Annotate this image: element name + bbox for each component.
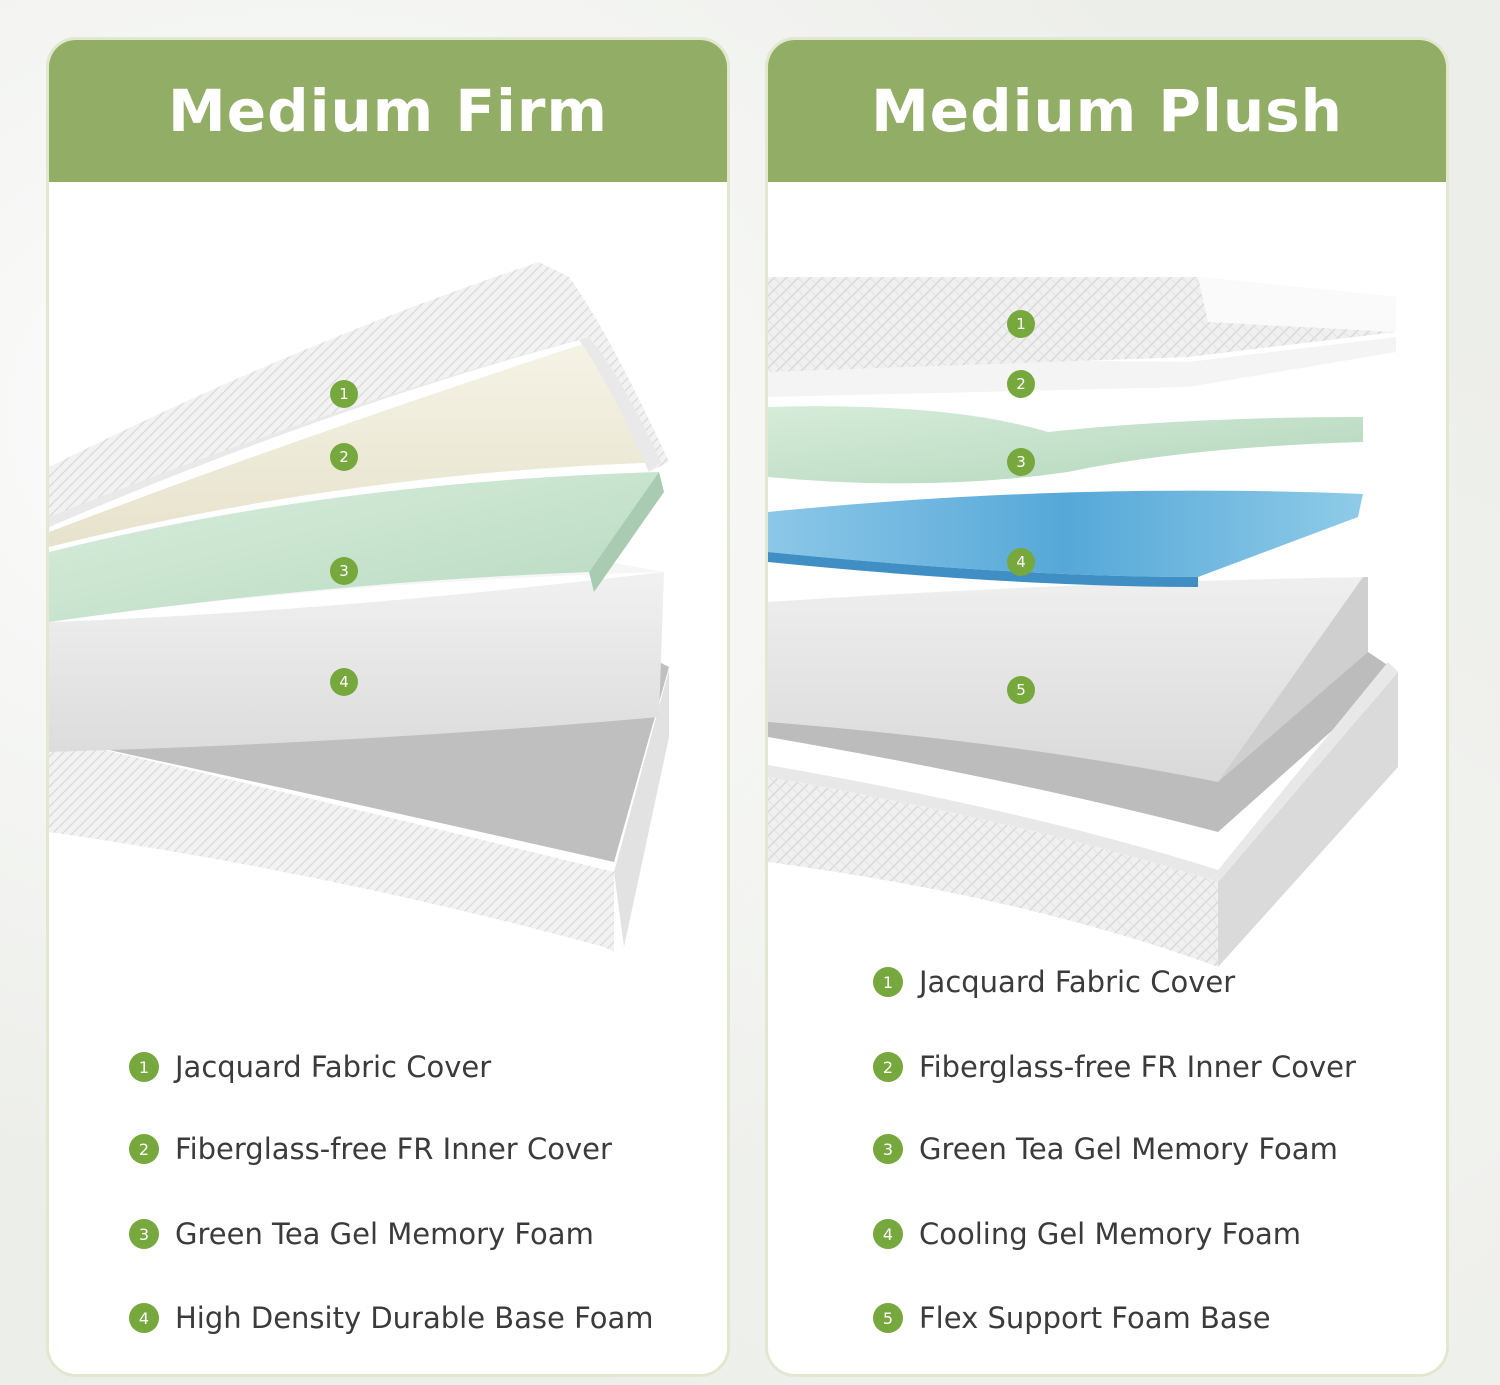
- number-badge: 4: [129, 1303, 159, 1333]
- svg-text:1: 1: [1016, 315, 1026, 333]
- legend-label: Flex Support Foam Base: [919, 1301, 1271, 1335]
- number-badge: 1: [873, 967, 903, 997]
- layer-badge-1: 1: [1007, 310, 1035, 338]
- legend-item: 1 Jacquard Fabric Cover: [129, 1050, 491, 1084]
- layer-badge-3: 3: [330, 557, 358, 585]
- cooling-gel-foam-shape: [768, 490, 1363, 587]
- legend-item: 2 Fiberglass-free FR Inner Cover: [129, 1132, 612, 1166]
- legend-item: 2 Fiberglass-free FR Inner Cover: [873, 1050, 1356, 1084]
- legend-item: 1 Jacquard Fabric Cover: [873, 965, 1235, 999]
- layer-badge-4: 4: [330, 668, 358, 696]
- support-foam-shape: [768, 577, 1368, 782]
- legend-label: Cooling Gel Memory Foam: [919, 1217, 1302, 1251]
- panel-title: Medium Plush: [871, 77, 1343, 145]
- legend-label: Jacquard Fabric Cover: [919, 965, 1236, 999]
- green-tea-foam-shape: [49, 472, 664, 622]
- legend-label: Fiberglass-free FR Inner Cover: [919, 1050, 1356, 1084]
- base-foam-shape: [49, 562, 664, 752]
- inner-cover-shape: [49, 342, 669, 547]
- layer-badge-1: 1: [330, 380, 358, 408]
- legend-item: 4 High Density Durable Base Foam: [129, 1301, 654, 1335]
- legend-item: 3 Green Tea Gel Memory Foam: [129, 1217, 594, 1251]
- medium-firm-panel: Medium Firm: [46, 37, 730, 1377]
- panel-header: Medium Plush: [768, 40, 1446, 182]
- layer-badge-5: 5: [1007, 676, 1035, 704]
- panel-title: Medium Firm: [168, 77, 608, 145]
- number-badge: 4: [873, 1219, 903, 1249]
- green-tea-foam-shape: [768, 406, 1363, 484]
- panel-header: Medium Firm: [49, 40, 727, 182]
- layer-badge-2: 2: [330, 443, 358, 471]
- svg-text:2: 2: [1016, 375, 1026, 393]
- legend-label: Fiberglass-free FR Inner Cover: [175, 1132, 612, 1166]
- number-badge: 3: [129, 1219, 159, 1249]
- legend-item: 4 Cooling Gel Memory Foam: [873, 1217, 1301, 1251]
- legend-item: 3 Green Tea Gel Memory Foam: [873, 1132, 1338, 1166]
- jacquard-cover-shape: [768, 277, 1396, 372]
- medium-plush-layer-illustration: 1 2 3 4 5: [768, 277, 1398, 967]
- jacquard-cover-shape: [49, 262, 669, 527]
- legend-label: Green Tea Gel Memory Foam: [919, 1132, 1338, 1166]
- svg-text:4: 4: [1016, 553, 1026, 571]
- layer-badge-3: 3: [1007, 448, 1035, 476]
- svg-text:1: 1: [339, 385, 349, 403]
- layer-badge-4: 4: [1007, 548, 1035, 576]
- svg-text:3: 3: [1016, 453, 1026, 471]
- svg-text:2: 2: [339, 448, 349, 466]
- medium-firm-layer-illustration: 1 2 3 4: [49, 262, 669, 952]
- legend-label: Green Tea Gel Memory Foam: [175, 1217, 594, 1251]
- number-badge: 2: [129, 1134, 159, 1164]
- legend-item: 5 Flex Support Foam Base: [873, 1301, 1271, 1335]
- number-badge: 5: [873, 1303, 903, 1333]
- legend-label: Jacquard Fabric Cover: [175, 1050, 492, 1084]
- legend-label: High Density Durable Base Foam: [175, 1301, 654, 1335]
- layer-badge-2: 2: [1007, 370, 1035, 398]
- number-badge: 1: [129, 1052, 159, 1082]
- svg-text:5: 5: [1016, 681, 1026, 699]
- number-badge: 2: [873, 1052, 903, 1082]
- svg-text:4: 4: [339, 673, 349, 691]
- svg-text:3: 3: [339, 562, 349, 580]
- medium-plush-panel: Medium Plush: [765, 37, 1449, 1377]
- number-badge: 3: [873, 1134, 903, 1164]
- inner-cover-shape: [768, 337, 1396, 397]
